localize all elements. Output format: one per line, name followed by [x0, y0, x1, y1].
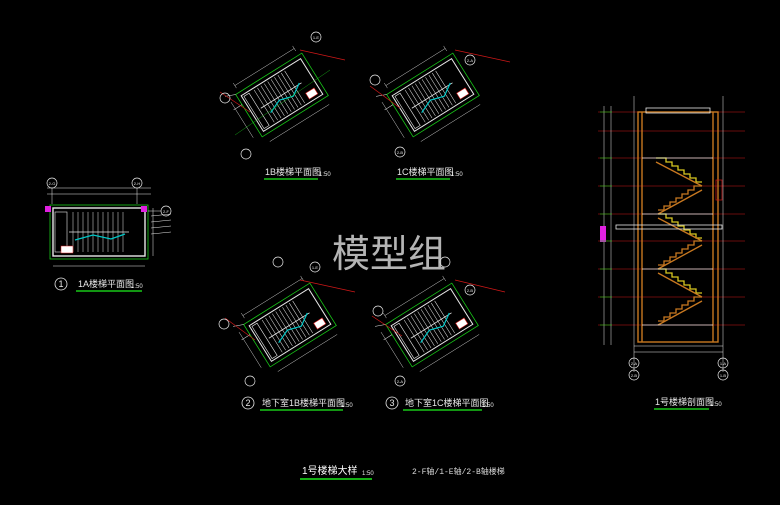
axis-bubble-3-top [439, 256, 451, 268]
plan-1b-drawing [220, 43, 334, 150]
svg-text:2-G: 2-G [49, 181, 56, 186]
stair-section: 2-A 2-B 1-A 1-B 1号楼梯剖面图 1:50 [598, 96, 745, 410]
axis-bubble-2-top [272, 256, 284, 268]
svg-text:1号楼梯剖面图: 1号楼梯剖面图 [655, 396, 714, 407]
plan-3: 2-B 2-A 3 地下室1C楼梯平面图 1:50 [370, 256, 506, 411]
svg-text:1C楼梯平面图: 1C楼梯平面图 [397, 166, 454, 177]
svg-text:1:50: 1:50 [319, 172, 331, 178]
svg-text:1A楼梯平面图: 1A楼梯平面图 [78, 278, 134, 289]
svg-text:1:50: 1:50 [482, 403, 494, 409]
axis-bubble-2a-section: 2-A [628, 357, 640, 369]
svg-text:2-H: 2-H [134, 181, 141, 186]
svg-text:3: 3 [389, 398, 394, 408]
axis-bubble-1a-section: 1-A [717, 357, 729, 369]
axis-bubble-1b-left [219, 92, 231, 104]
svg-text:1:50: 1:50 [362, 471, 374, 477]
svg-text:1:50: 1:50 [341, 403, 353, 409]
svg-text:地下室1C楼梯平面图: 地下室1C楼梯平面图 [405, 397, 489, 408]
svg-text:2-B: 2-B [397, 150, 404, 155]
view-label-2: 2 地下室1B楼梯平面图 1:50 [241, 396, 353, 411]
view-label-1b: 1B楼梯平面图 1:50 [264, 166, 331, 180]
svg-text:2-B: 2-B [467, 288, 474, 293]
section-walls [637, 111, 719, 343]
axis-bubble-2-bottom [244, 375, 256, 387]
view-label-1a: 1 1A楼梯平面图 1:50 [54, 277, 143, 292]
plan-1c: 2-A 2-B 1C楼梯平面图 1:50 [369, 43, 511, 180]
svg-text:1:50: 1:50 [710, 402, 722, 408]
axis-bubble-2-left [218, 318, 230, 330]
axis-bubble-2b-lower: 2-B [464, 284, 476, 296]
axis-bubble-1b-section: 1-B [717, 369, 729, 381]
section-flights [655, 157, 703, 326]
section-grid-verticals [603, 96, 724, 372]
view-label-section: 1号楼梯剖面图 1:50 [654, 396, 722, 410]
section-level-marks [600, 111, 612, 326]
svg-text:1:50: 1:50 [451, 172, 463, 178]
axis-bubble-1e-top: 1-E [310, 31, 322, 43]
view-label-3: 3 地下室1C楼梯平面图 1:50 [385, 396, 494, 411]
svg-text:1: 1 [58, 279, 63, 289]
svg-text:2-A: 2-A [467, 58, 474, 63]
svg-text:1号楼梯大样: 1号楼梯大样 [302, 464, 358, 477]
plan-1a: 2-G 2-H 2-F 1 1A楼梯平面图 1:50 [45, 177, 172, 292]
svg-text:1B楼梯平面图: 1B楼梯平面图 [265, 166, 321, 177]
svg-text:地下室1B楼梯平面图: 地下室1B楼梯平面图 [262, 397, 345, 408]
axis-bubble-2g: 2-G [46, 177, 58, 204]
axis-bubble-1b-bottom [240, 148, 252, 160]
axis-bubble-2h: 2-H [131, 177, 143, 204]
svg-text:1-E: 1-E [312, 265, 319, 270]
svg-text:1-A: 1-A [720, 361, 727, 366]
svg-text:2-A: 2-A [397, 379, 404, 384]
svg-text:1-E: 1-E [313, 35, 320, 40]
svg-text:2-B: 2-B [631, 373, 638, 378]
axis-bubble-3-left [372, 305, 384, 317]
plan-2: 1-E 2 地下室1B楼梯平面图 1:50 [218, 256, 356, 411]
plan-1a-drawing [45, 187, 172, 267]
svg-text:1:50: 1:50 [131, 284, 143, 290]
axis-bubble-2f: 2-F [148, 205, 172, 217]
sheet-axes-note: 2-F轴/1-E轴/2-B轴楼梯 [412, 466, 505, 477]
axis-bubble-1e-lower: 1-E [309, 261, 321, 273]
axis-bubble-1c-left [369, 74, 381, 86]
plan-2-drawing [228, 273, 342, 380]
svg-text:2-F: 2-F [163, 209, 170, 214]
axis-bubble-2a-lower: 2-A [394, 375, 406, 387]
view-label-1c: 1C楼梯平面图 1:50 [396, 166, 463, 180]
svg-text:2: 2 [245, 398, 250, 408]
axis-bubble-2a-top: 2-A [464, 54, 476, 66]
sheet-title: 1号楼梯大样 1:50 2-F轴/1-E轴/2-B轴楼梯 [300, 464, 505, 480]
axis-bubble-2b-section: 2-B [628, 369, 640, 381]
section-dim-bottom [634, 345, 723, 353]
svg-text:2-A: 2-A [631, 361, 638, 366]
section-landings [615, 107, 723, 326]
svg-text:1-B: 1-B [720, 373, 727, 378]
watermark-text: 模型组 [332, 232, 446, 276]
plan-1b: 1-E 1B楼梯平面图 1:50 [219, 31, 346, 180]
axis-bubble-2b-bottom: 2-B [394, 146, 406, 158]
